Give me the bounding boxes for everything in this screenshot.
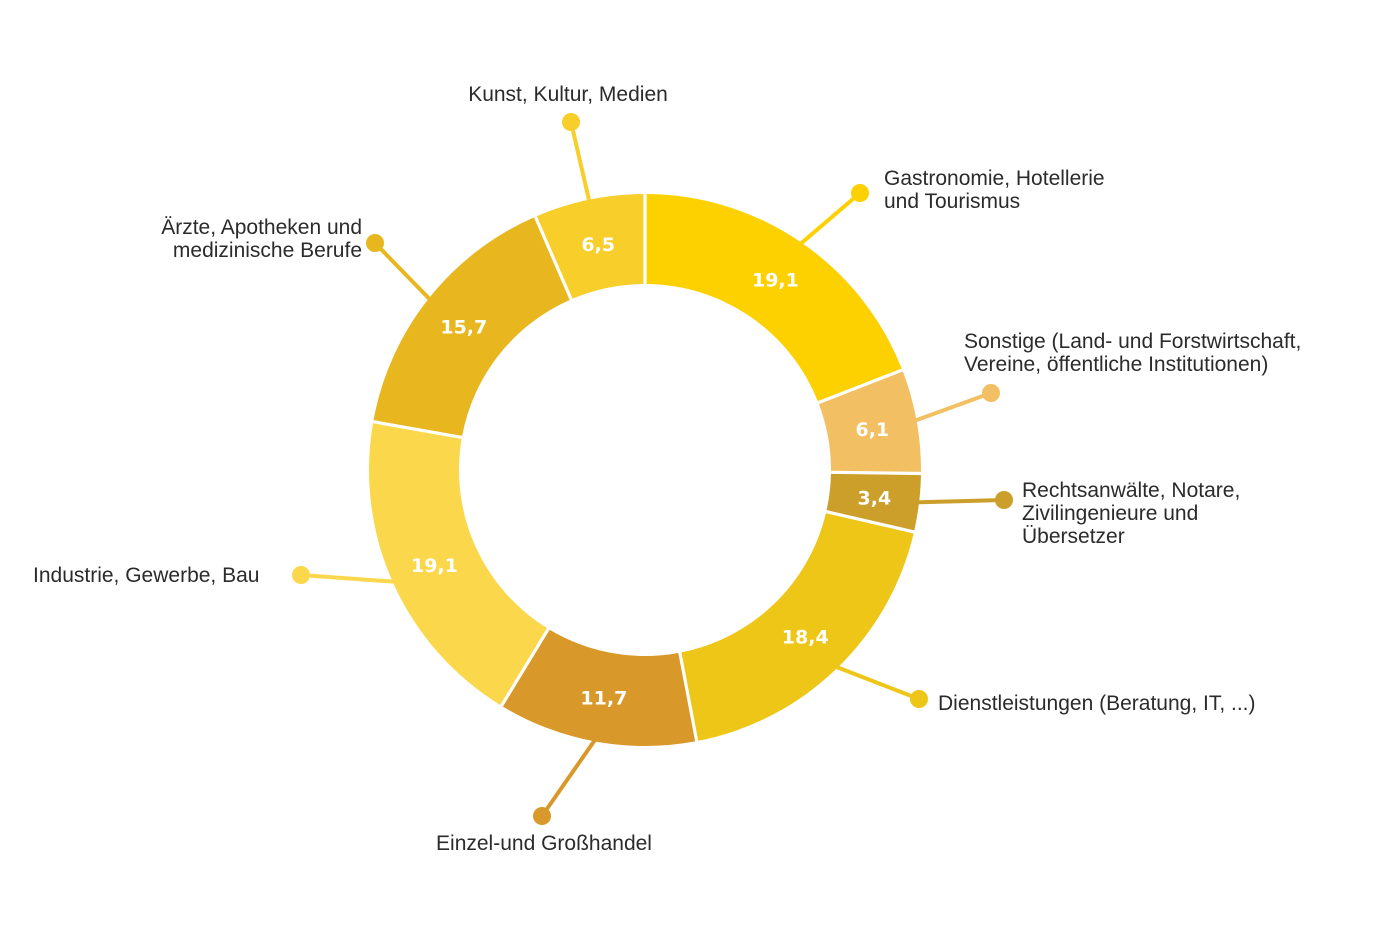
leader-line: [540, 736, 599, 818]
leader-dot: [910, 690, 928, 708]
donut-slice: [681, 513, 914, 741]
donut-slice: [818, 371, 921, 472]
category-label-line: Einzel-und Großhandel: [436, 832, 652, 855]
donut-slice: [646, 194, 902, 402]
donut-slice: [826, 473, 921, 531]
slice-value-label: 11,7: [580, 687, 627, 709]
slice-value-label: 6,1: [855, 419, 889, 441]
leader-dot: [292, 566, 310, 584]
leader-dot: [533, 807, 551, 825]
donut-slice: [373, 217, 570, 436]
leader-lines: [292, 113, 1013, 825]
category-label-line: Vereine, öffentliche Institutionen): [964, 353, 1268, 376]
category-label-line: Zivilingenieure und: [1022, 502, 1198, 525]
slice-value-label: 3,4: [858, 488, 892, 510]
leader-line: [300, 573, 398, 584]
leader-line: [569, 121, 592, 205]
donut-slice: [536, 194, 644, 299]
donut-slice: [369, 423, 547, 705]
slice-value-label: 19,1: [752, 269, 799, 291]
category-label: Einzel-und Großhandel: [436, 832, 652, 855]
donut-slice: [502, 629, 696, 747]
value-labels: 19,1 6,1 3,4 18,4 11,7 19,1 15,7 6,5: [411, 234, 891, 710]
leader-dot: [562, 113, 580, 131]
slice-value-label: 6,5: [581, 234, 615, 256]
leader-dot: [851, 184, 869, 202]
leader-line: [832, 664, 920, 701]
category-label-line: Übersetzer: [1022, 525, 1125, 548]
leader-line: [915, 498, 1005, 505]
category-label-line: Kunst, Kultur, Medien: [468, 83, 668, 106]
leader-dot: [366, 234, 384, 252]
donut-slices: [369, 194, 921, 747]
leader-line: [911, 391, 992, 424]
leader-line: [373, 241, 434, 303]
slice-value-label: 18,4: [782, 626, 829, 648]
category-label-line: Gastronomie, Hotellerie: [884, 167, 1105, 190]
category-label-line: und Tourismus: [884, 190, 1020, 213]
category-label-line: Rechtsanwälte, Notare,: [1022, 479, 1240, 502]
category-label: Sonstige (Land- und Forstwirtschaft,Vere…: [964, 330, 1301, 376]
leader-line: [797, 191, 862, 248]
category-label-line: Sonstige (Land- und Forstwirtschaft,: [964, 330, 1301, 353]
category-label-line: Ärzte, Apotheken und: [161, 216, 362, 239]
category-label-line: medizinische Berufe: [173, 239, 362, 262]
slice-value-label: 19,1: [411, 555, 458, 577]
category-label: Dienstleistungen (Beratung, IT, ...): [938, 692, 1256, 715]
category-label-line: Industrie, Gewerbe, Bau: [33, 564, 259, 587]
slice-value-label: 15,7: [440, 317, 487, 339]
leader-dot: [982, 384, 1000, 402]
category-label: Rechtsanwälte, Notare,Zivilingenieure un…: [1022, 479, 1240, 548]
category-label-line: Dienstleistungen (Beratung, IT, ...): [938, 692, 1256, 715]
leader-dot: [995, 491, 1013, 509]
category-label: Kunst, Kultur, Medien: [468, 83, 668, 106]
category-label: Industrie, Gewerbe, Bau: [33, 564, 259, 587]
